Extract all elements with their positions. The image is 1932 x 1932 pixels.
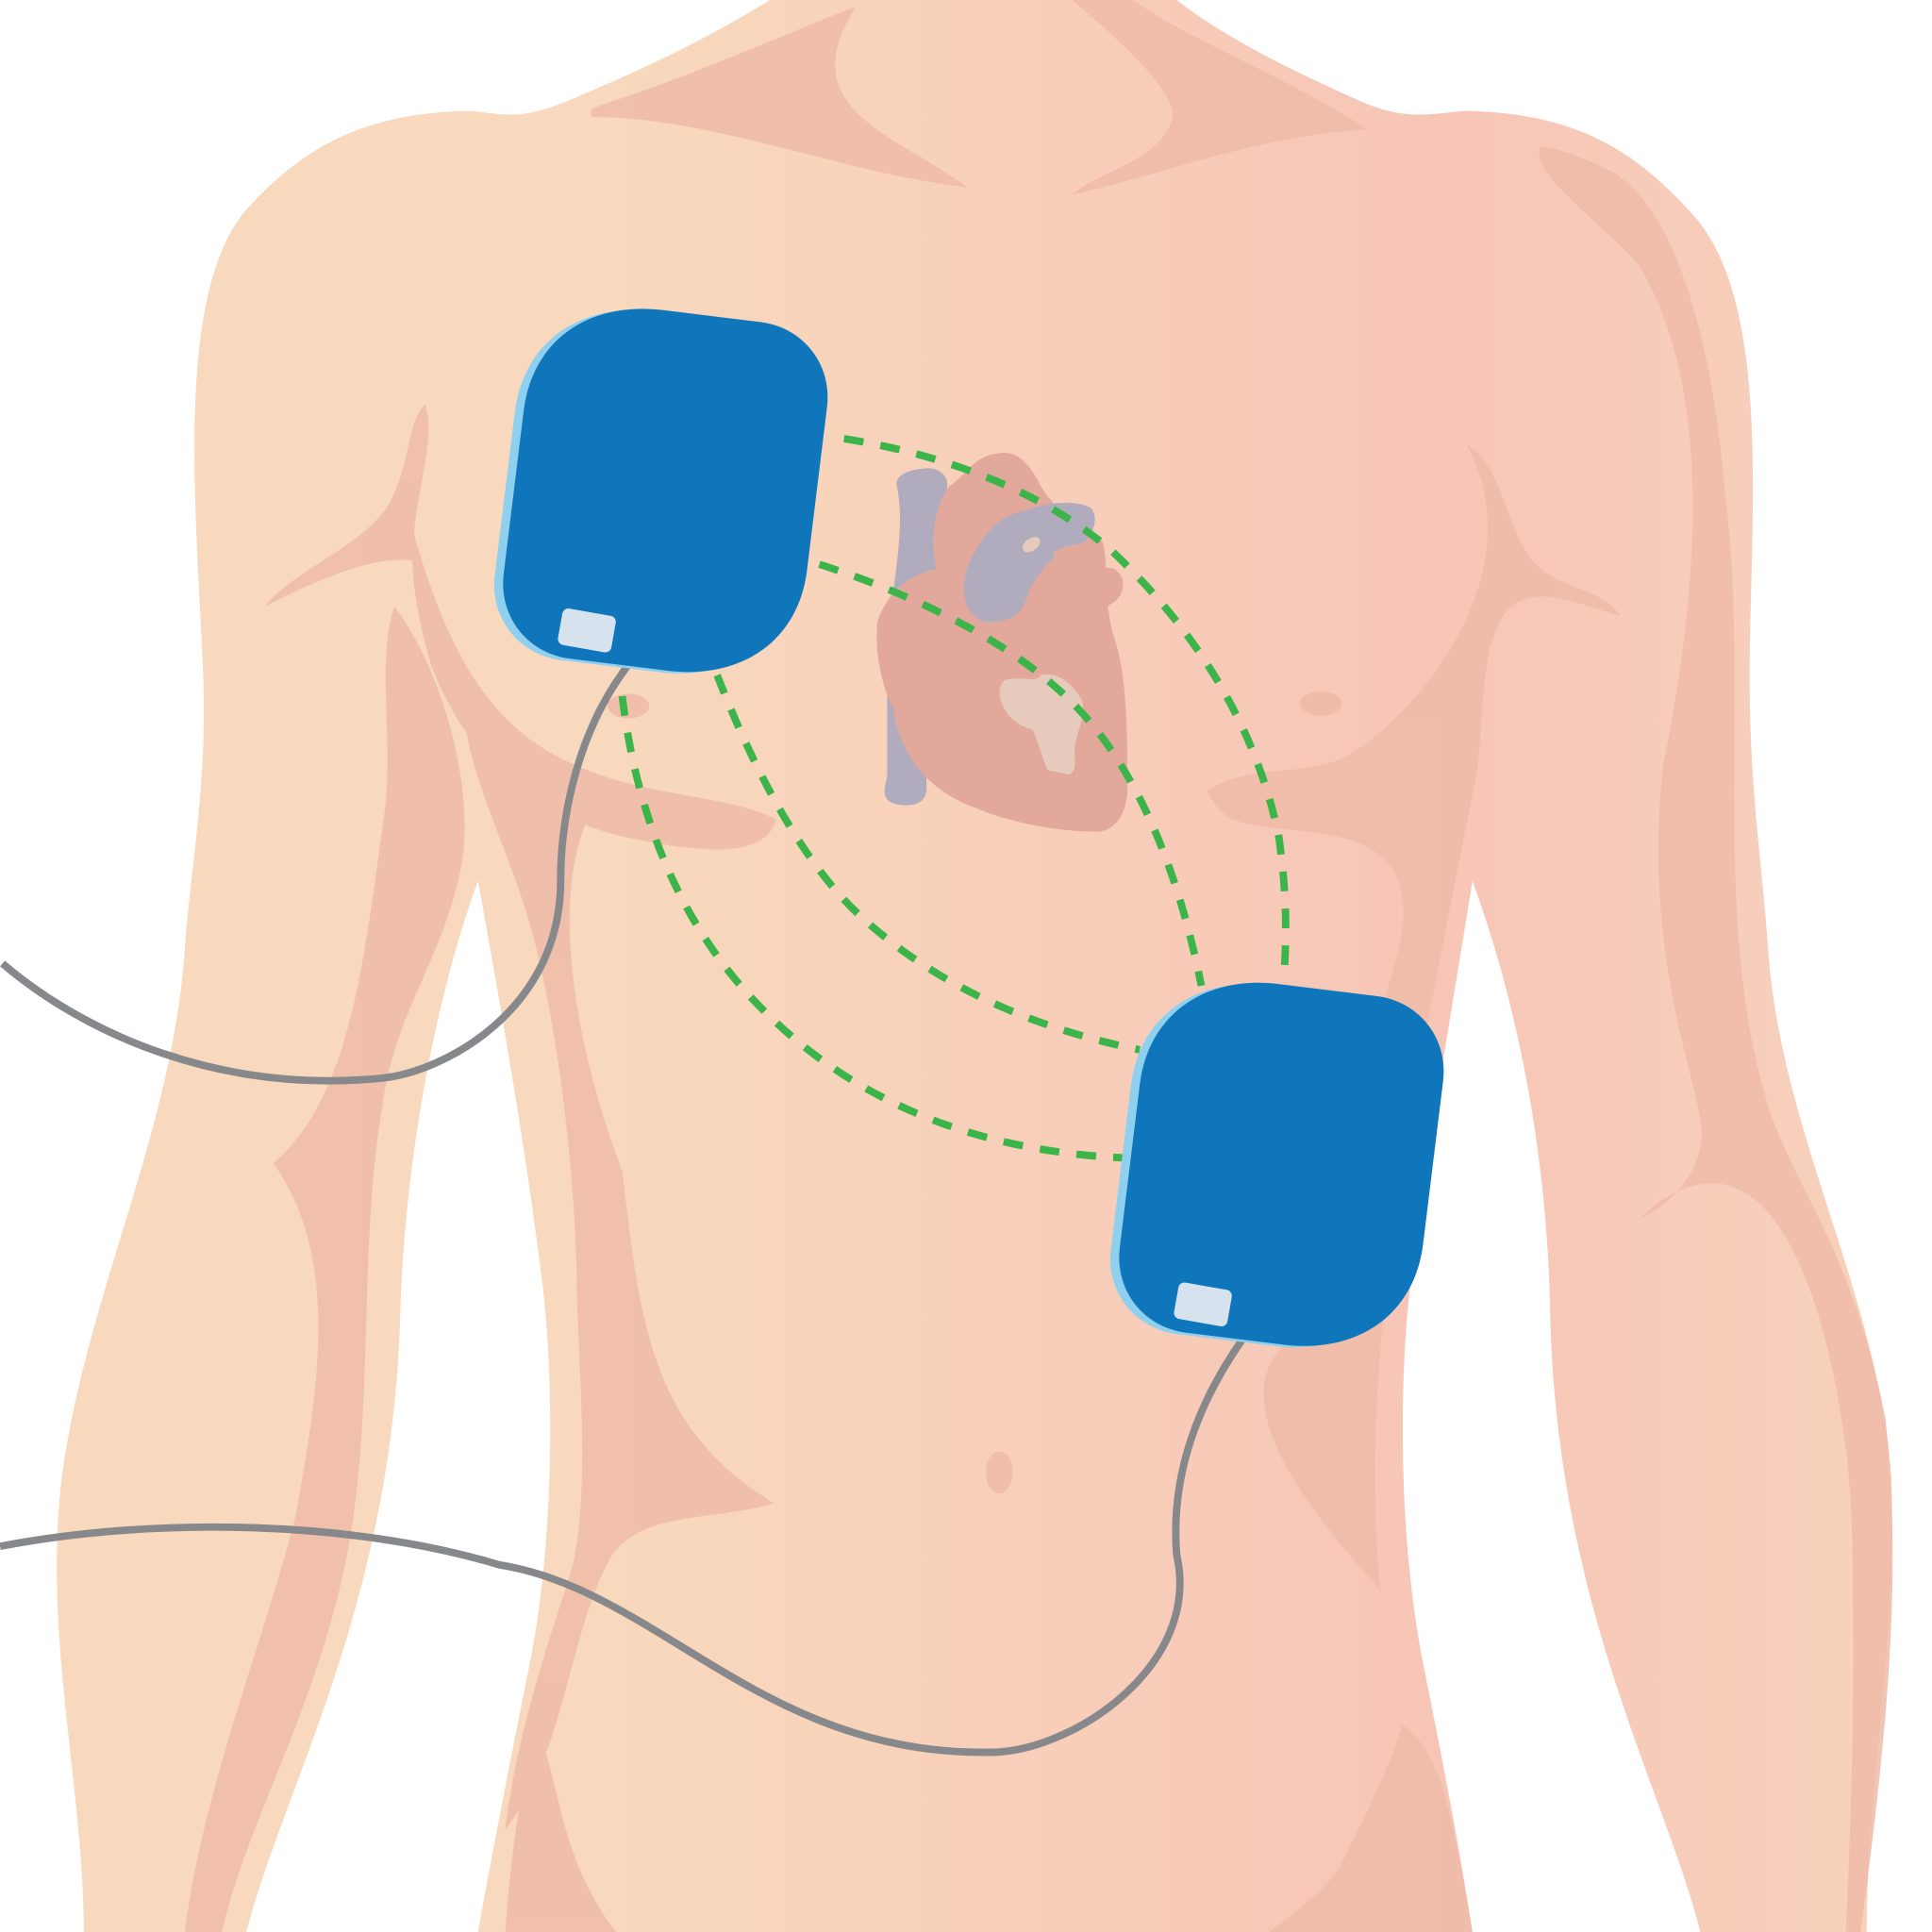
right-arm-gap (1402, 880, 1701, 1932)
cable-icon (0, 658, 1250, 1757)
current-path-dashes (618, 435, 1290, 1162)
pad-connector-tab-icon (1174, 1282, 1232, 1326)
torso-illustration (57, 0, 1892, 1932)
heart-icon (876, 452, 1128, 832)
defibrillator-pad-lower[interactable] (1102, 968, 1453, 1362)
pad-connector-tab-icon (558, 608, 616, 653)
defibrillator-pad-upper[interactable] (486, 293, 837, 688)
left-arm-gap (246, 880, 551, 1932)
